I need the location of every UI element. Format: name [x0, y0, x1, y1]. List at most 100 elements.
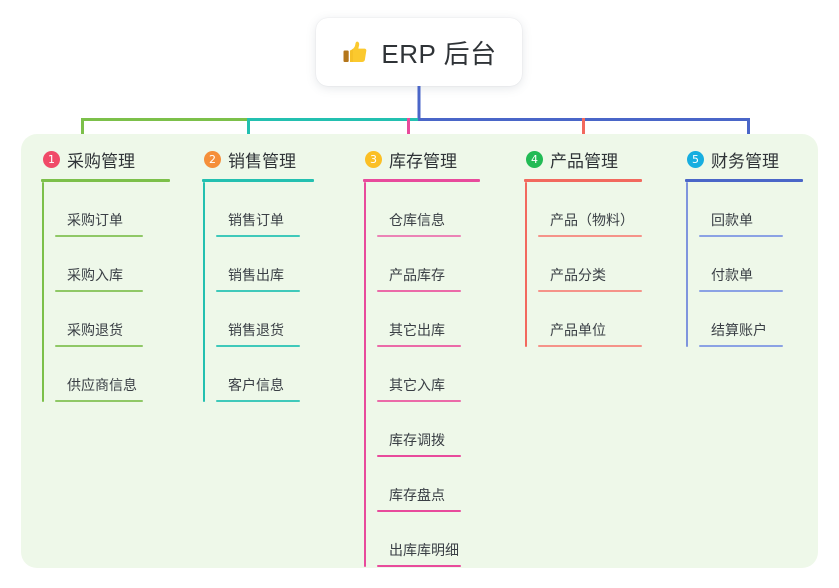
branch-title: 采购管理	[67, 151, 135, 171]
list-item[interactable]: 回款单	[699, 182, 818, 237]
branch-header[interactable]: 3 库存管理	[363, 146, 509, 172]
list-item[interactable]: 销售出库	[216, 237, 348, 292]
list-item[interactable]: 采购入库	[55, 237, 187, 292]
list-item-underline	[377, 345, 461, 347]
branch-items: 仓库信息 产品库存 其它出库 其它入库 库存调拨	[363, 182, 509, 567]
branch-items: 回款单 付款单 结算账户	[685, 182, 818, 347]
list-item-underline	[216, 235, 300, 237]
list-item[interactable]: 产品分类	[538, 237, 670, 292]
branch-spine	[686, 182, 688, 347]
list-item[interactable]: 仓库信息	[377, 182, 509, 237]
list-item-label: 出库库明细	[389, 542, 459, 558]
branch-index-badge: 2	[204, 150, 221, 168]
list-item-label: 供应商信息	[67, 377, 137, 393]
list-item-underline	[538, 235, 642, 237]
list-item-underline	[55, 290, 143, 292]
list-item-underline	[699, 345, 783, 347]
branch-items: 采购订单 采购入库 采购退货 供应商信息	[41, 182, 187, 402]
branch-header[interactable]: 1 采购管理	[41, 146, 187, 172]
branch-column-inventory: 3 库存管理 仓库信息 产品库存 其它出库 其它入库	[348, 134, 509, 567]
columns-container: 1 采购管理 采购订单 采购入库 采购退货 供应商信	[21, 134, 818, 568]
branch-spine	[364, 182, 366, 567]
branch-items: 产品（物料） 产品分类 产品单位	[524, 182, 670, 347]
list-item[interactable]: 销售退货	[216, 292, 348, 347]
list-item[interactable]: 库存调拨	[377, 402, 509, 457]
branch-spine	[203, 182, 205, 402]
branch-index-badge: 5	[687, 150, 704, 168]
list-item-underline	[377, 400, 461, 402]
list-item-underline	[377, 510, 461, 512]
branch-title: 库存管理	[389, 151, 457, 171]
thumbs-up-icon	[341, 38, 369, 66]
list-item-label: 库存调拨	[389, 432, 445, 448]
list-item[interactable]: 销售订单	[216, 182, 348, 237]
list-item-label: 产品单位	[550, 322, 606, 338]
list-item[interactable]: 结算账户	[699, 292, 818, 347]
list-item[interactable]: 采购退货	[55, 292, 187, 347]
branch-underline	[685, 179, 803, 182]
list-item-underline	[377, 565, 461, 567]
branch-index-badge: 3	[365, 150, 382, 168]
list-item-label: 其它出库	[389, 322, 445, 338]
list-item-underline	[538, 290, 642, 292]
list-item-label: 其它入库	[389, 377, 445, 393]
list-item-label: 销售订单	[228, 212, 284, 228]
root-node[interactable]: ERP 后台	[316, 18, 522, 86]
list-item-underline	[216, 400, 300, 402]
list-item-underline	[216, 345, 300, 347]
branch-header[interactable]: 5 财务管理	[685, 146, 818, 172]
list-item-label: 库存盘点	[389, 487, 445, 503]
list-item-underline	[377, 455, 461, 457]
list-item-label: 结算账户	[711, 322, 767, 338]
list-item[interactable]: 其它出库	[377, 292, 509, 347]
list-item[interactable]: 供应商信息	[55, 347, 187, 402]
list-item-underline	[538, 345, 642, 347]
list-item-label: 销售出库	[228, 267, 284, 283]
list-item-underline	[216, 290, 300, 292]
list-item[interactable]: 产品库存	[377, 237, 509, 292]
list-item-underline	[377, 290, 461, 292]
list-item-underline	[55, 235, 143, 237]
branch-column-sales: 2 销售管理 销售订单 销售出库 销售退货 客户信息	[187, 134, 348, 402]
list-item[interactable]: 付款单	[699, 237, 818, 292]
branch-spine	[525, 182, 527, 347]
branch-index-badge: 4	[526, 150, 543, 168]
branch-title: 产品管理	[550, 151, 618, 171]
list-item-underline	[699, 290, 783, 292]
branch-column-finance: 5 财务管理 回款单 付款单 结算账户	[670, 134, 818, 347]
branch-index-badge: 1	[43, 150, 60, 168]
list-item-label: 仓库信息	[389, 212, 445, 228]
branch-column-purchasing: 1 采购管理 采购订单 采购入库 采购退货 供应商信	[21, 134, 187, 402]
list-item-underline	[55, 345, 143, 347]
branch-items: 销售订单 销售出库 销售退货 客户信息	[202, 182, 348, 402]
list-item[interactable]: 客户信息	[216, 347, 348, 402]
list-item[interactable]: 产品（物料）	[538, 182, 670, 237]
list-item-underline	[55, 400, 143, 402]
list-item-label: 采购退货	[67, 322, 123, 338]
root-title: ERP 后台	[381, 38, 497, 69]
list-item[interactable]: 产品单位	[538, 292, 670, 347]
list-item-label: 采购入库	[67, 267, 123, 283]
list-item-underline	[377, 235, 461, 237]
list-item-label: 产品分类	[550, 267, 606, 283]
list-item-label: 产品库存	[389, 267, 445, 283]
list-item-underline	[699, 235, 783, 237]
list-item[interactable]: 出库库明细	[377, 512, 509, 567]
branch-spine	[42, 182, 44, 402]
branch-header[interactable]: 2 销售管理	[202, 146, 348, 172]
branch-title: 销售管理	[228, 151, 296, 171]
list-item-label: 销售退货	[228, 322, 284, 338]
diagram-panel	[21, 134, 818, 568]
branch-underline	[41, 179, 170, 182]
branch-column-product: 4 产品管理 产品（物料） 产品分类 产品单位	[509, 134, 670, 347]
list-item-label: 回款单	[711, 212, 753, 228]
branch-header[interactable]: 4 产品管理	[524, 146, 670, 172]
list-item[interactable]: 其它入库	[377, 347, 509, 402]
list-item-label: 产品（物料）	[550, 212, 634, 228]
list-item[interactable]: 采购订单	[55, 182, 187, 237]
list-item-label: 采购订单	[67, 212, 123, 228]
list-item-label: 付款单	[711, 267, 753, 283]
list-item[interactable]: 库存盘点	[377, 457, 509, 512]
branch-underline	[363, 179, 480, 182]
